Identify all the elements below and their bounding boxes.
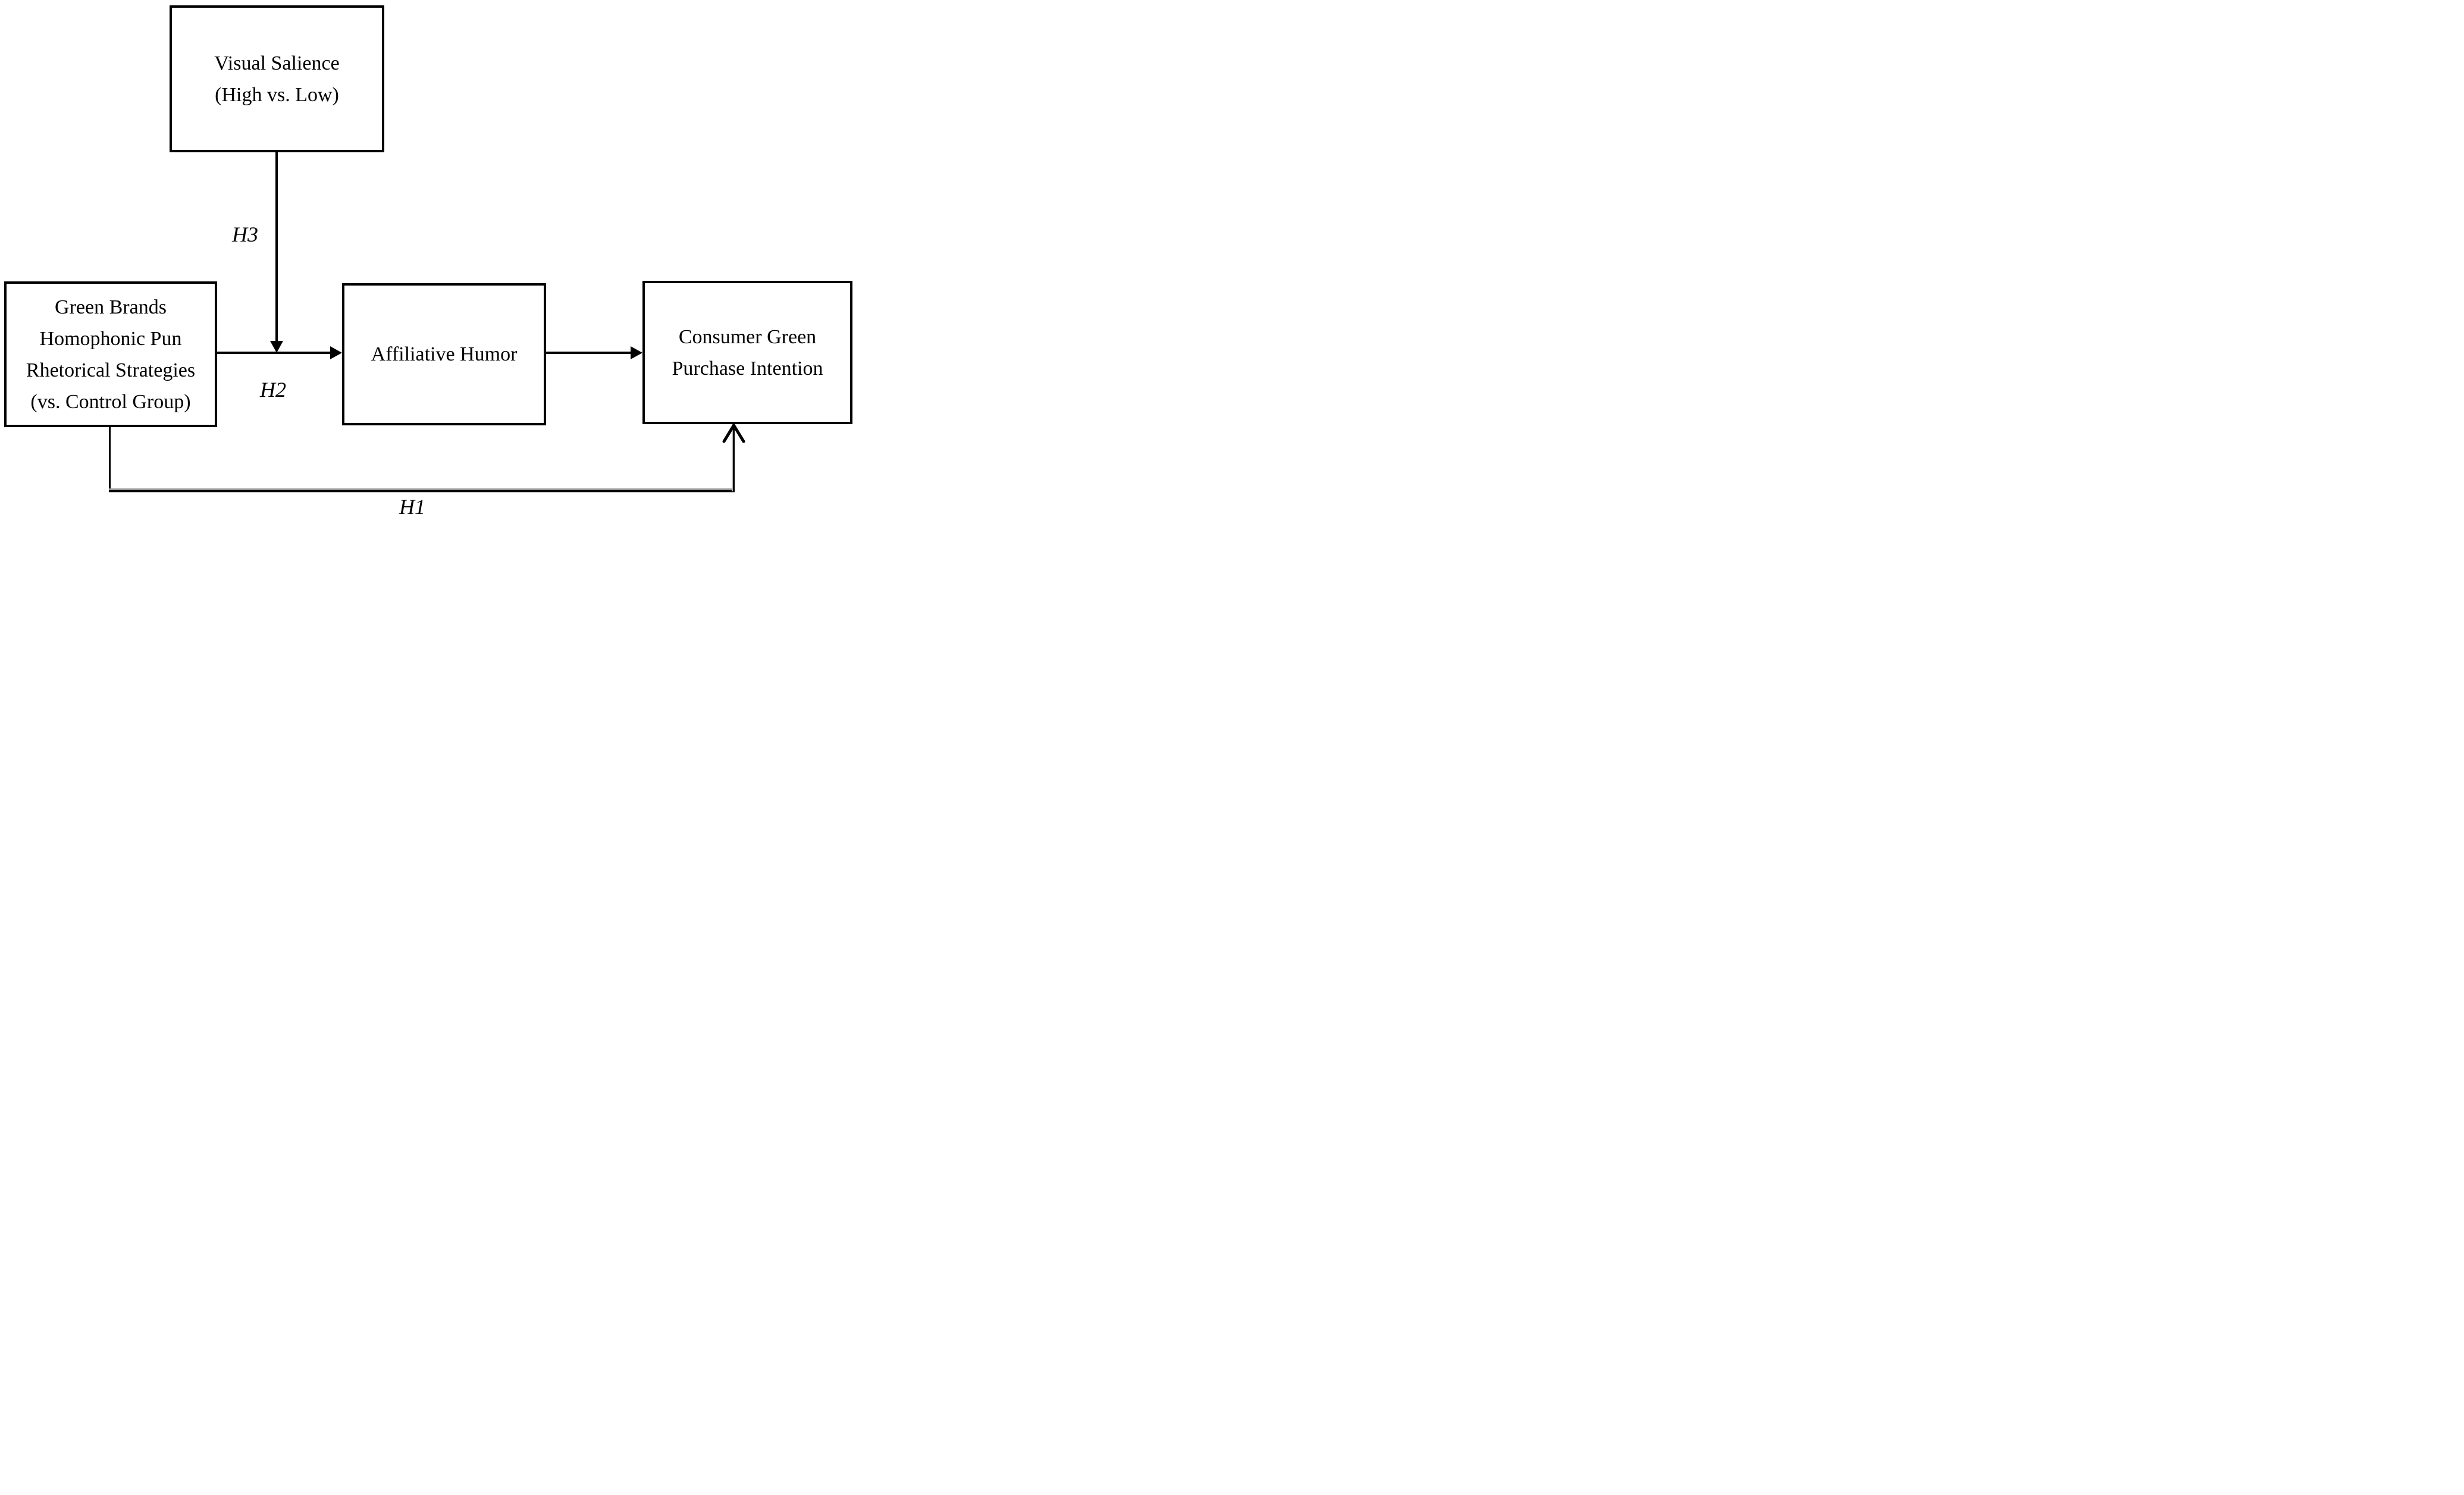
- box-visual-salience: Visual Salience (High vs. Low): [170, 5, 384, 152]
- box-dv-line-2: Purchase Intention: [672, 357, 823, 380]
- box-iv-line-3: Rhetorical Strategies: [26, 359, 196, 381]
- h3-arrowhead-down-icon: [270, 341, 283, 353]
- h1-path-label: H1: [399, 495, 425, 519]
- h2-path-label: H2: [260, 378, 286, 402]
- box-iv-line-4: (vs. Control Group): [30, 390, 191, 413]
- h2-arrowhead-right-icon: [330, 346, 342, 359]
- box-visual-salience-line-1: Visual Salience: [214, 52, 340, 74]
- h3-path-label: H3: [232, 222, 258, 246]
- h3-moderation-arrow-line: [275, 152, 278, 342]
- box-dv-line-1: Consumer Green: [678, 325, 817, 348]
- h1-path-vertical-right-line: [733, 424, 735, 491]
- h2-path-line: [217, 352, 331, 354]
- mediator-to-dv-path-line: [546, 352, 631, 354]
- h1-path-vertical-left-line: [109, 426, 111, 492]
- h1-open-arrowhead-up-icon: [722, 424, 745, 443]
- box-consumer-green-purchase-intention: Consumer Green Purchase Intention: [642, 281, 852, 424]
- box-mediator-line-1: Affiliative Humor: [371, 343, 518, 365]
- hypothesis-model-diagram: Visual Salience (High vs. Low) Green Bra…: [0, 0, 857, 520]
- h1-path-horizontal-line: [109, 490, 735, 492]
- box-iv-line-2: Homophonic Pun: [39, 327, 182, 350]
- box-iv-line-1: Green Brands: [55, 296, 167, 318]
- box-green-brands-pun-strategies: Green Brands Homophonic Pun Rhetorical S…: [4, 281, 217, 427]
- box-visual-salience-line-2: (High vs. Low): [215, 83, 339, 106]
- box-affiliative-humor: Affiliative Humor: [342, 283, 546, 425]
- mediator-to-dv-arrowhead-right-icon: [631, 346, 642, 359]
